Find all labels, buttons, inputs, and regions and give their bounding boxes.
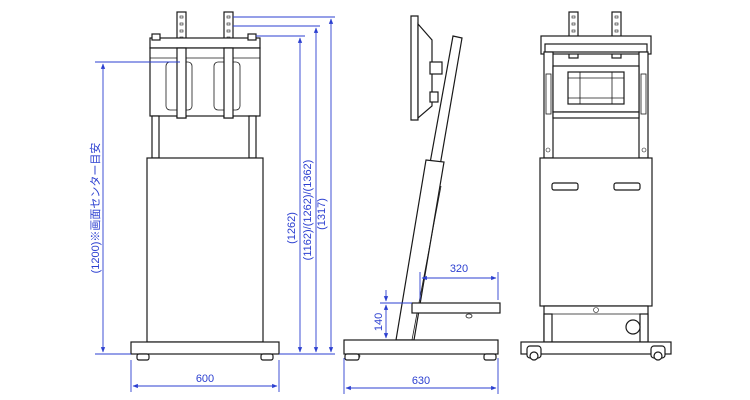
dim-height-pair-a-label: (1262) <box>286 212 298 244</box>
rear-base <box>520 341 672 355</box>
front-top-cap-left <box>151 33 161 41</box>
front-caster-left <box>136 353 150 361</box>
side-caster-right <box>483 353 497 361</box>
front-pole-right <box>248 115 257 159</box>
rail-hole <box>571 15 576 19</box>
front-pole-left <box>151 115 160 159</box>
rail-hole <box>614 29 619 33</box>
rear-bracket-bottom <box>552 111 640 119</box>
rail-hole <box>614 15 619 19</box>
rear-handle-right <box>613 182 641 191</box>
side-shelf <box>411 302 501 314</box>
dim-shelf-height-label: 140 <box>373 313 385 331</box>
rail-hole <box>226 29 231 33</box>
front-view <box>130 11 280 361</box>
dim-total-height-label: (1317) <box>316 198 328 230</box>
rear-cabinet <box>539 157 653 307</box>
rail-hole <box>571 29 576 33</box>
front-caster-right <box>260 353 274 361</box>
dim-front-width-label: 600 <box>196 373 214 385</box>
front-base <box>130 341 280 355</box>
side-base <box>343 339 499 355</box>
dim-screen-center-label: (1200)※画面センター目安 <box>88 143 102 274</box>
rear-pole-left <box>543 51 554 159</box>
rail-hole <box>179 22 184 26</box>
rail-hole <box>226 15 231 19</box>
front-dimensions: 600 (1200)※画面センター目安 (1262) (1162)/(1262)… <box>88 16 335 392</box>
front-cabinet <box>146 157 264 343</box>
rear-view <box>520 11 672 361</box>
rail-hole <box>179 15 184 19</box>
rear-vesa-rail-right <box>611 11 622 59</box>
rear-vesa-rail-left <box>568 11 579 59</box>
rail-hole <box>571 22 576 26</box>
rear-cable-grommet <box>625 319 641 335</box>
side-monitor-back <box>417 22 433 120</box>
rail-hole <box>614 22 619 26</box>
dim-side-depth-label: 630 <box>412 375 430 387</box>
rear-top-crossbar <box>544 43 648 53</box>
side-view <box>343 15 501 361</box>
front-top-crossbar <box>149 37 261 49</box>
rail-hole <box>179 29 184 33</box>
rear-mount-plate <box>567 71 625 105</box>
side-bracket-lower <box>429 91 439 103</box>
dim-shelf-depth-label: 320 <box>450 263 468 275</box>
side-monitor-panel <box>410 15 419 121</box>
rear-handle-left <box>551 182 579 191</box>
side-bracket <box>429 61 443 75</box>
front-top-cap-right <box>247 33 257 41</box>
rail-hole <box>226 22 231 26</box>
rear-pole-right <box>638 51 649 159</box>
side-dimensions: 630 320 140 <box>343 263 499 394</box>
dim-height-pair-b-label: (1162)/(1262)/(1362) <box>302 160 314 261</box>
front-mount-plate <box>149 47 261 117</box>
side-caster-left <box>344 353 360 361</box>
